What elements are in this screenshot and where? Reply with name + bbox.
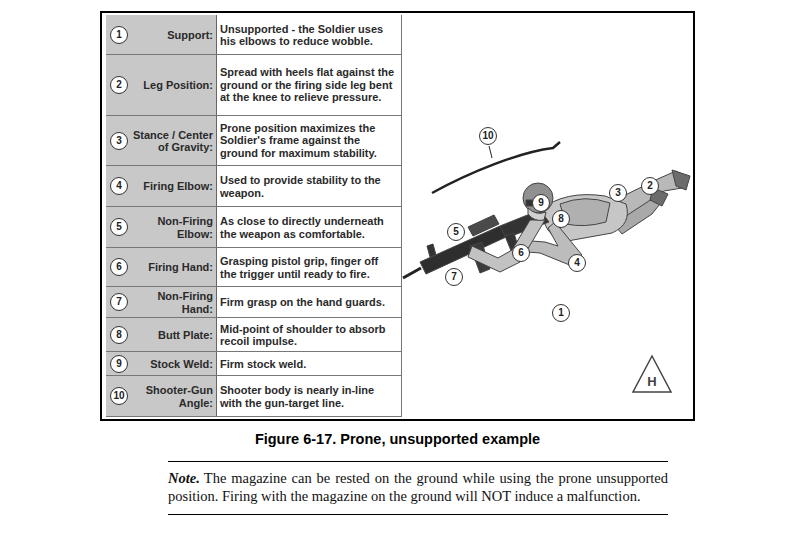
callout-number: 9 bbox=[532, 194, 550, 212]
callout-number-text: 4 bbox=[116, 181, 122, 191]
callout-number: 6 bbox=[512, 244, 530, 262]
row-label: Stance / Center of Gravity: bbox=[128, 128, 213, 153]
front-sight bbox=[427, 244, 436, 257]
callout-number-text: 4 bbox=[574, 258, 580, 268]
table-row: Stance / Center of Gravity: Prone positio… bbox=[106, 116, 402, 166]
row-description: Firm stock weld. bbox=[220, 357, 396, 370]
table-row: Non-Firing Elbow: As close to directly un… bbox=[106, 207, 402, 248]
hazard-letter: H bbox=[631, 375, 673, 388]
table-row: Shooter-Gun Angle: Shooter body is nearly… bbox=[106, 376, 402, 417]
table-row: Firing Elbow: Used to provide stability t… bbox=[106, 166, 402, 207]
callout-number: 6 bbox=[110, 258, 128, 276]
callout-number-text: 2 bbox=[647, 181, 653, 191]
table-row: Support: Unsupported - the Soldier uses h… bbox=[106, 15, 402, 55]
callout-number-text: 5 bbox=[116, 222, 122, 232]
hazard-triangle-outline bbox=[631, 354, 673, 394]
rifle-barrel bbox=[403, 268, 421, 278]
note-heading: Note. bbox=[168, 470, 200, 486]
row-description: Spread with heels flat against the groun… bbox=[220, 66, 396, 104]
callout-number-text: 1 bbox=[558, 308, 564, 318]
table-row: Firing Hand: Grasping pistol grip, finger… bbox=[106, 248, 402, 287]
callout-number: 7 bbox=[110, 293, 128, 311]
callout-number-text: 10 bbox=[482, 131, 493, 141]
callout-number: 7 bbox=[445, 268, 463, 286]
callout-number-text: 3 bbox=[116, 136, 122, 146]
callout-number: 4 bbox=[568, 254, 586, 272]
callout-number: 9 bbox=[110, 355, 128, 373]
boot bbox=[672, 170, 690, 190]
figure-caption: Figure 6-17. Prone, unsupported example bbox=[100, 430, 695, 448]
callout-number: 2 bbox=[641, 177, 659, 195]
callout-number: 4 bbox=[110, 177, 128, 195]
callout-number: 8 bbox=[110, 326, 128, 344]
callout-number: 1 bbox=[110, 26, 128, 44]
callout-number-text: 9 bbox=[116, 359, 122, 369]
callout-number-text: 10 bbox=[113, 391, 124, 401]
hazard-triangle: H bbox=[631, 354, 673, 394]
row-label: Firing Hand: bbox=[128, 261, 213, 274]
callout-number: 3 bbox=[110, 132, 128, 150]
row-label: Support: bbox=[128, 28, 213, 41]
callout-number: 10 bbox=[110, 387, 128, 405]
callout-number-text: 6 bbox=[116, 262, 122, 272]
row-description: Unsupported - the Soldier uses his elbow… bbox=[220, 22, 396, 47]
row-description: As close to directly underneath the weap… bbox=[220, 215, 396, 240]
row-description: Used to provide stability to the weapon. bbox=[220, 174, 396, 199]
table-row: Butt Plate: Mid-point of shoulder to abso… bbox=[106, 318, 402, 352]
table-row: Stock Weld: Firm stock weld. 9 bbox=[106, 352, 402, 376]
callout-number-text: 7 bbox=[451, 272, 457, 282]
row-description: Grasping pistol grip, finger off the tri… bbox=[220, 255, 396, 280]
row-description: Mid-point of shoulder to absorb recoil i… bbox=[220, 322, 396, 347]
table-row: Leg Position: Spread with heels flat agai… bbox=[106, 55, 402, 116]
callout-number-text: 3 bbox=[615, 188, 621, 198]
callout-number-text: 1 bbox=[116, 30, 122, 40]
row-label: Firing Elbow: bbox=[128, 180, 213, 193]
callout-number-text: 9 bbox=[538, 198, 544, 208]
row-description: Shooter body is nearly in-line with the … bbox=[220, 384, 396, 409]
row-label: Shooter-Gun Angle: bbox=[128, 384, 213, 409]
row-label: Stock Weld: bbox=[128, 357, 213, 370]
note-body: The magazine can be rested on the ground… bbox=[168, 470, 668, 504]
callout-number: 8 bbox=[552, 210, 570, 228]
table-row: Non-Firing Hand: Firm grasp on the hand g… bbox=[106, 287, 402, 318]
row-label: Non-Firing Hand: bbox=[128, 290, 213, 315]
callout-number: 3 bbox=[609, 184, 627, 202]
callout-number-text: 5 bbox=[453, 227, 459, 237]
callout-number-text: 8 bbox=[558, 214, 564, 224]
callout-number-text: 7 bbox=[116, 297, 122, 307]
leader-line bbox=[489, 146, 492, 158]
rifle-optic bbox=[468, 215, 499, 236]
note-box: Note.The magazine can be rested on the g… bbox=[168, 461, 668, 515]
callout-number: 10 bbox=[479, 127, 497, 145]
row-description: Prone position maximizes the Soldier's f… bbox=[220, 122, 396, 160]
callout-number-text: 8 bbox=[116, 330, 122, 340]
callout-number: 1 bbox=[552, 304, 570, 322]
row-label: Leg Position: bbox=[128, 79, 213, 92]
row-description: Firm grasp on the hand guards. bbox=[220, 296, 396, 309]
callout-number-text: 2 bbox=[116, 80, 122, 90]
callout-number: 5 bbox=[447, 223, 465, 241]
row-label: Butt Plate: bbox=[128, 328, 213, 341]
callout-number-text: 6 bbox=[518, 248, 524, 258]
non-firing-arm bbox=[468, 220, 545, 272]
callout-number: 2 bbox=[110, 76, 128, 94]
row-label: Non-Firing Elbow: bbox=[128, 215, 213, 240]
callout-number: 5 bbox=[110, 218, 128, 236]
